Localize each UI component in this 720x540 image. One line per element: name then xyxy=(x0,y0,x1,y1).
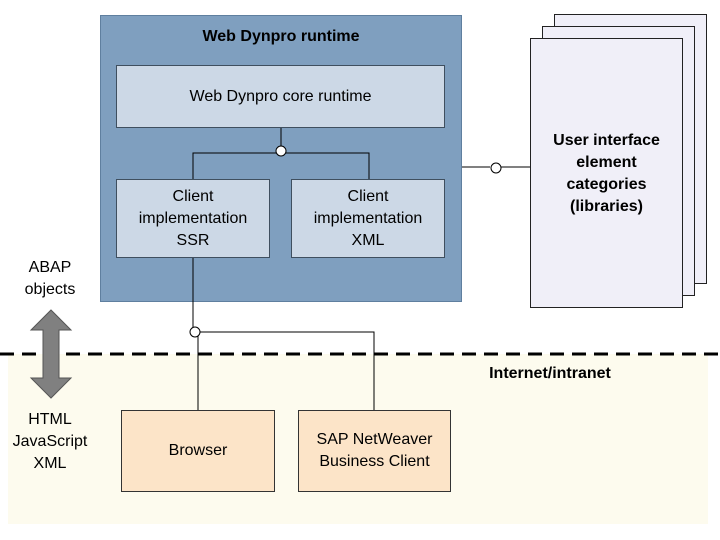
network-junction-node xyxy=(189,326,201,338)
internet-intranet-label: Internet/intranet xyxy=(489,365,611,382)
ui-cat-line-1: User interface xyxy=(553,132,660,149)
client-xml-box: Client implementation XML xyxy=(291,179,445,258)
core-junction-node xyxy=(275,145,287,157)
html-line-1: HTML xyxy=(28,411,72,428)
xml-line-2: implementation xyxy=(313,209,423,227)
xml-line-3: XML xyxy=(351,231,385,249)
browser-label: Browser xyxy=(168,442,228,459)
abap-line-2: objects xyxy=(24,281,76,298)
ssr-line-1: Client xyxy=(172,187,214,205)
html-js-xml-label: HTML JavaScript XML xyxy=(0,409,100,475)
library-interface-node xyxy=(490,162,502,174)
ui-cat-line-4: (libraries) xyxy=(570,198,643,215)
core-runtime-label: Web Dynpro core runtime xyxy=(189,87,372,105)
abap-objects-label: ABAP objects xyxy=(0,257,100,301)
ui-cat-line-3: categories xyxy=(566,176,647,193)
ui-categories-label: User interface element categories (libra… xyxy=(530,130,683,218)
ssr-line-3: SSR xyxy=(176,231,210,249)
double-arrow-icon xyxy=(29,309,73,399)
ui-library-page-front xyxy=(530,38,683,308)
ssr-line-2: implementation xyxy=(138,209,248,227)
html-line-3: XML xyxy=(33,455,67,472)
nwbc-line-1: SAP NetWeaver xyxy=(316,431,433,448)
html-line-2: JavaScript xyxy=(12,433,88,450)
nwbc-box: SAP NetWeaver Business Client xyxy=(298,410,451,492)
ui-cat-line-2: element xyxy=(576,154,637,171)
core-runtime-box: Web Dynpro core runtime xyxy=(116,65,445,128)
network-to-nwbc-line xyxy=(200,331,375,410)
xml-line-1: Client xyxy=(347,187,389,205)
abap-line-1: ABAP xyxy=(28,259,72,276)
nwbc-line-2: Business Client xyxy=(319,453,430,470)
browser-box: Browser xyxy=(121,410,275,492)
runtime-title: Web Dynpro runtime xyxy=(202,28,360,45)
junction-to-clients-line xyxy=(192,152,370,179)
client-ssr-box: Client implementation SSR xyxy=(116,179,270,258)
